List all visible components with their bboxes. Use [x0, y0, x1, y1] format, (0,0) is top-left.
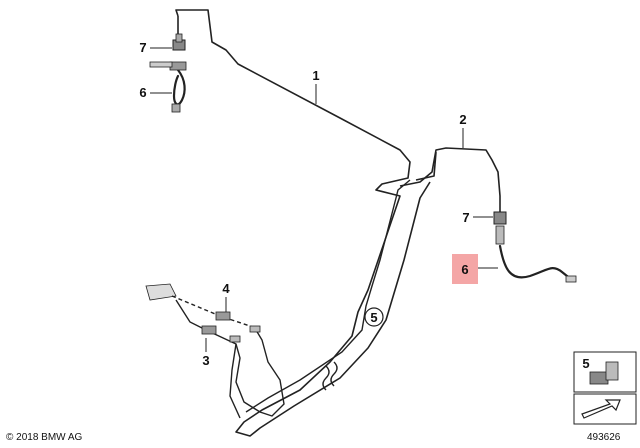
brake-line-part-1[interactable]: [175, 9, 431, 437]
callout-6-highlighted[interactable]: 6: [461, 262, 468, 277]
brake-line-part-4[interactable]: [171, 295, 257, 329]
legend-number-5: 5: [582, 356, 589, 371]
callout-3[interactable]: 3: [202, 353, 209, 368]
bracket-part-7-top[interactable]: [149, 33, 187, 113]
circle-callout-5[interactable]: 5: [364, 307, 384, 327]
clip-icon: [589, 361, 619, 385]
highlight-box: [452, 254, 478, 284]
diagram-number: 493626: [587, 432, 621, 443]
leader-lines: [150, 47, 498, 352]
bracket-part-7-right[interactable]: [493, 211, 577, 283]
callout-2[interactable]: 2: [459, 112, 466, 127]
copyright-text: © 2018 BMW AG: [6, 432, 83, 443]
callout-1[interactable]: 1: [312, 68, 319, 83]
line-break-marks: [322, 361, 338, 391]
fittings-3-4: [201, 311, 261, 343]
brake-line-inner: [245, 179, 411, 413]
connector-block[interactable]: [145, 283, 177, 301]
callout-5: 5: [370, 310, 377, 325]
callout-7-right[interactable]: 7: [462, 210, 469, 225]
arrow-icon: [581, 399, 621, 419]
hose-part-6-top[interactable]: [172, 68, 186, 106]
callout-4[interactable]: 4: [222, 281, 230, 296]
hose-part-6-right[interactable]: [498, 244, 574, 282]
legend-box: 5: [573, 351, 637, 425]
callout-6-top[interactable]: 6: [139, 85, 146, 100]
callout-7-top[interactable]: 7: [139, 40, 146, 55]
brake-line-part-2[interactable]: [399, 147, 501, 212]
